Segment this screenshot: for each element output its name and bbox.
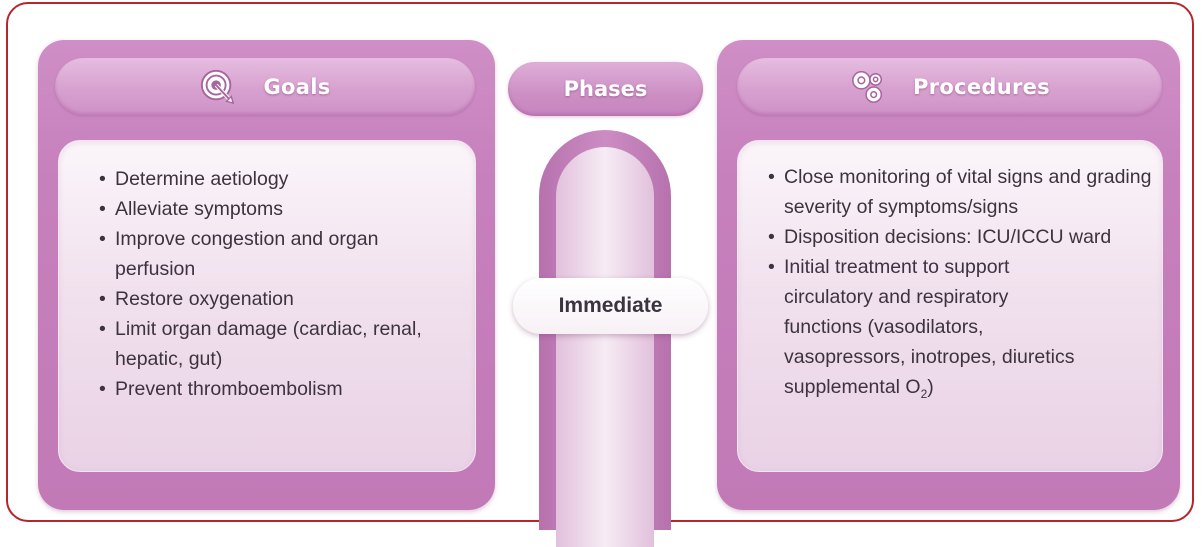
phase-label-pill: Immediate bbox=[513, 278, 708, 334]
goals-header: Goals bbox=[55, 58, 475, 115]
list-item-suffix: ) bbox=[927, 376, 934, 398]
list-item: Limit organ damage (cardiac, renal, hepa… bbox=[99, 314, 435, 374]
gears-icon bbox=[852, 70, 883, 103]
phases-title: Phases bbox=[563, 77, 648, 101]
procedures-list: Close monitoring of vital signs and grad… bbox=[768, 162, 1152, 409]
list-item: Disposition decisions: ICU/ICCU ward bbox=[768, 222, 1114, 252]
list-item: Alleviate symptoms bbox=[99, 194, 465, 224]
phase-arch-inner bbox=[556, 147, 654, 547]
procedures-panel: Procedures Close monitoring of vital sig… bbox=[717, 40, 1180, 510]
goals-title: Goals bbox=[263, 74, 331, 99]
list-item: Close monitoring of vital signs and grad… bbox=[768, 162, 1174, 222]
procedures-title: Procedures bbox=[913, 74, 1050, 99]
phases-header: Phases bbox=[508, 62, 703, 116]
procedures-content: Close monitoring of vital signs and grad… bbox=[737, 140, 1163, 472]
list-item: Improve congestion and organ perfusion bbox=[99, 224, 445, 284]
list-item: Prevent thromboembolism bbox=[99, 374, 465, 404]
current-phase-label: Immediate bbox=[558, 294, 663, 317]
list-item-text: Initial treatment to support circulatory… bbox=[784, 256, 1075, 398]
goals-list: Determine aetiology Alleviate symptoms I… bbox=[99, 164, 465, 404]
o2-subscript: 2 bbox=[920, 386, 928, 401]
list-item: Initial treatment to support circulatory… bbox=[768, 252, 1084, 409]
goals-panel: Goals Determine aetiology Alleviate symp… bbox=[38, 40, 495, 510]
list-item: Restore oxygenation bbox=[99, 284, 465, 314]
list-item: Determine aetiology bbox=[99, 164, 465, 194]
target-icon bbox=[201, 69, 235, 104]
procedures-header: Procedures bbox=[737, 58, 1162, 115]
goals-content: Determine aetiology Alleviate symptoms I… bbox=[58, 140, 476, 472]
